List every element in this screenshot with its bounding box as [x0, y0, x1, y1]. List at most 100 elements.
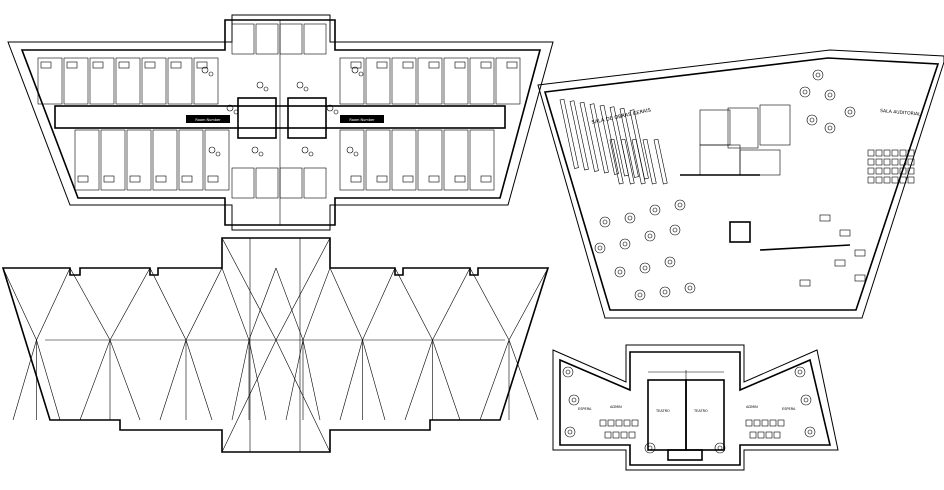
hotel-site-boundary — [7, 14, 554, 231]
bookshelf — [579, 101, 599, 172]
roof-hip-line — [302, 339, 321, 421]
auditorium-seat — [875, 158, 883, 166]
round-table-top — [667, 259, 673, 265]
roof-hip-line — [432, 267, 471, 341]
hotel-room — [89, 57, 115, 105]
auditorium-seat — [899, 149, 907, 157]
round-table-top — [827, 125, 833, 131]
bookshelf — [631, 138, 646, 185]
bookshelf — [589, 103, 609, 174]
hotel-room — [495, 57, 521, 105]
hotel-floor-plan: Room Number Room Number — [7, 14, 554, 231]
chair-icon — [233, 109, 239, 115]
hotel-room — [391, 57, 417, 105]
seat — [769, 419, 777, 427]
bldg-hall-left — [647, 379, 687, 451]
seat — [623, 419, 631, 427]
hotel-room — [167, 57, 193, 105]
roof-hip-line — [69, 267, 111, 341]
bed-icon — [40, 61, 52, 69]
round-table-top — [597, 245, 603, 251]
roof-hip-line — [185, 267, 223, 341]
auditorium-seat — [907, 176, 915, 184]
auditorium-seat — [875, 176, 883, 184]
office-room — [699, 144, 741, 176]
desk — [854, 274, 866, 282]
tree-icon — [644, 442, 656, 454]
bookshelf — [642, 138, 657, 185]
round-table-top — [602, 219, 608, 225]
roof-hip-line — [508, 267, 549, 341]
hotel-room — [303, 23, 327, 55]
round-table — [634, 289, 646, 301]
roof-hip-line — [339, 339, 363, 421]
seat — [628, 431, 636, 439]
round-table — [684, 282, 696, 294]
roof-hip-line — [221, 339, 277, 453]
round-table-top — [677, 202, 683, 208]
round-table — [644, 230, 656, 242]
hotel-atrium-left — [237, 97, 277, 139]
bookshelf — [619, 107, 639, 178]
hotel-room — [152, 129, 178, 191]
roof-hip-line — [479, 339, 510, 421]
hotel-room — [443, 129, 469, 191]
bed-icon — [170, 61, 182, 69]
bed-icon — [402, 175, 414, 183]
chair-icon — [208, 146, 216, 154]
bldg-label-admin-left: ADMIN — [610, 405, 622, 409]
auditorium-seat — [891, 149, 899, 157]
roof-hip-line — [329, 267, 363, 341]
hotel-room — [469, 129, 495, 191]
bldg-label-teatro-2: TEATRO — [693, 409, 708, 413]
auditorium-seat — [867, 176, 875, 184]
chair-icon — [208, 71, 214, 77]
library-site-boundary — [537, 49, 944, 319]
auditorium-seat — [867, 149, 875, 157]
seat — [604, 431, 612, 439]
chair-icon — [263, 86, 269, 92]
hotel-room — [231, 167, 255, 199]
bed-icon — [155, 175, 167, 183]
roof-outline — [1, 237, 550, 453]
auditorium-seat — [883, 176, 891, 184]
roof-hip-line — [149, 267, 187, 341]
hotel-room — [193, 57, 219, 105]
hotel-room — [279, 167, 303, 199]
chair-icon — [201, 66, 209, 74]
roof-hip-line — [109, 267, 151, 341]
hotel-atrium-right — [287, 97, 327, 139]
bldg-stage — [667, 449, 703, 461]
seat — [615, 419, 623, 427]
bldg-label-espera-left: ESPERA — [578, 407, 592, 411]
bed-icon — [207, 175, 219, 183]
roof-hip-line — [275, 237, 331, 341]
roof-hip-line — [362, 339, 386, 421]
round-table — [619, 238, 631, 250]
hotel-room — [469, 57, 495, 105]
auditorium-seat — [907, 149, 915, 157]
bed-icon — [376, 175, 388, 183]
bookshelf — [569, 100, 589, 171]
bed-icon — [480, 175, 492, 183]
tree-icon — [797, 369, 803, 375]
round-table — [812, 69, 824, 81]
auditorium-seat — [899, 158, 907, 166]
tree-icon — [571, 397, 577, 403]
round-table — [664, 256, 676, 268]
round-table — [639, 262, 651, 274]
round-table-top — [642, 265, 648, 271]
bldg-hall-right — [685, 379, 725, 451]
roof-hip-line — [394, 267, 433, 341]
round-table — [624, 212, 636, 224]
hotel-room — [339, 129, 365, 191]
roof-hip-line — [302, 267, 331, 341]
tree-icon — [714, 442, 726, 454]
stair-core — [729, 221, 751, 243]
roof-hip-line — [12, 339, 37, 421]
office-room — [699, 109, 731, 146]
round-table-top — [622, 241, 628, 247]
seat — [745, 419, 753, 427]
chair-icon — [303, 86, 309, 92]
roof-hip-line — [36, 339, 61, 421]
